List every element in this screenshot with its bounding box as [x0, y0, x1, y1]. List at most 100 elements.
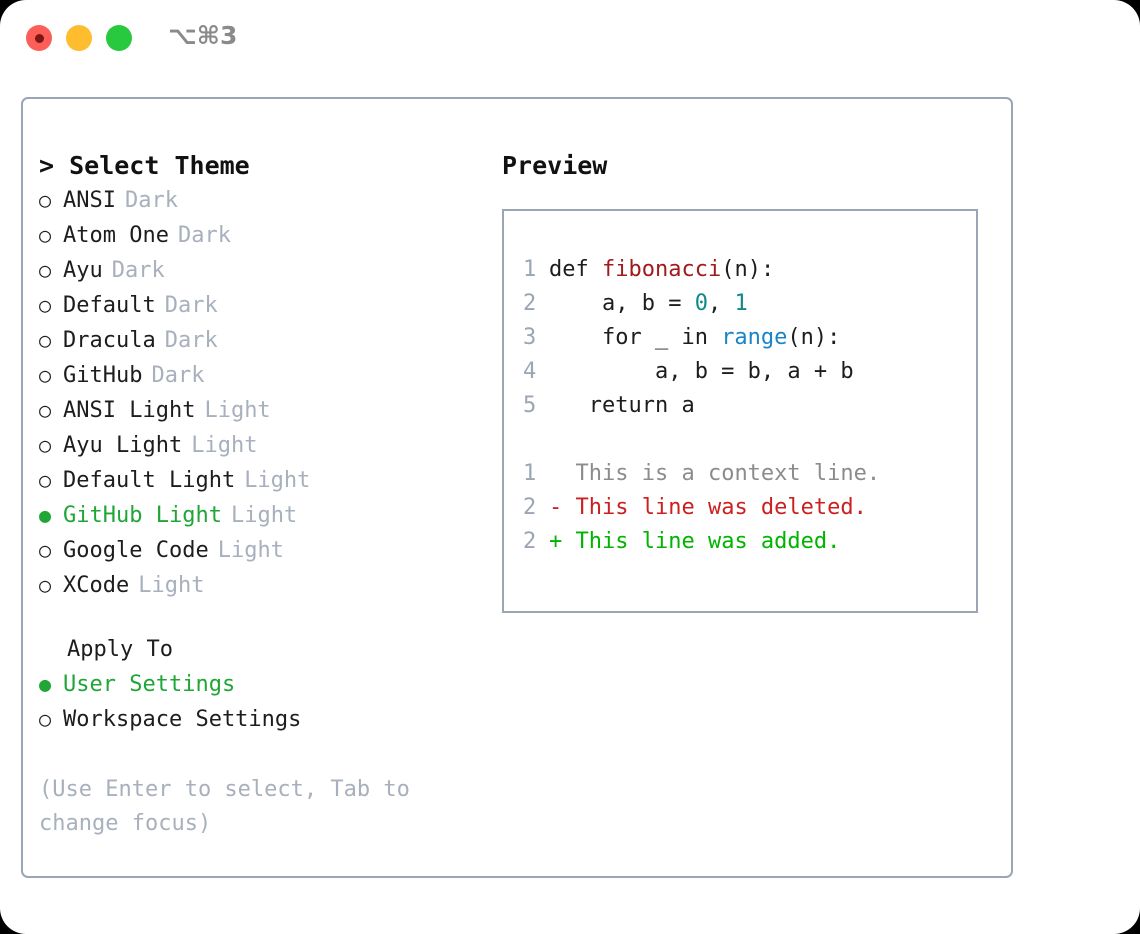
apply-to-option-label: Workspace Settings — [63, 707, 302, 732]
code-token-plain: , — [707, 291, 735, 316]
code-token-num: 1 — [734, 291, 748, 316]
apply-to-list: ● User Settings ○Workspace Settings — [39, 667, 469, 737]
code-line-number: 4 — [523, 359, 537, 384]
code-token-plain: a, b = — [549, 291, 695, 316]
code-line-content: return a — [549, 389, 695, 423]
theme-option-label: Ayu — [63, 258, 103, 283]
code-token-num: 0 — [694, 291, 708, 316]
theme-option-label: Google Code — [63, 538, 209, 563]
code-line-content: a, b = b, a + b — [549, 355, 854, 389]
code-token-plain: return a — [549, 393, 695, 418]
radio-unselected-icon: ○ — [39, 433, 52, 457]
diff-line-text: This line was deleted. — [575, 495, 867, 520]
radio-selected-icon: ● — [39, 503, 52, 527]
diff-block: 1 This is a context line.2- This line wa… — [523, 457, 970, 559]
diff-line-text: This is a context line. — [575, 461, 881, 486]
apply-to-option-user-settings[interactable]: ● User Settings — [39, 667, 469, 702]
code-line: 5 return a — [523, 389, 970, 423]
code-diff-separator — [523, 423, 970, 457]
theme-option-label: GitHub — [63, 363, 143, 388]
theme-option-label: Default Light — [63, 468, 236, 493]
theme-option-tag: Light — [230, 503, 298, 528]
theme-option-ayu[interactable]: ○ Ayu Dark — [39, 253, 469, 288]
diff-marker: - — [549, 495, 576, 520]
radio-selected-icon: ● — [39, 672, 52, 696]
theme-option-label: Ayu Light — [63, 433, 183, 458]
code-line: 1 def fibonacci(n): — [523, 253, 970, 287]
radio-unselected-icon: ○ — [39, 363, 52, 387]
code-token-plain: (n): — [787, 325, 841, 350]
maximize-button-icon[interactable] — [106, 25, 132, 51]
theme-option-label: Dracula — [63, 328, 156, 353]
code-line: 4 a, b = b, a + b — [523, 355, 970, 389]
theme-option-tag: Light — [204, 398, 271, 423]
theme-option-label: Default — [63, 293, 156, 318]
diff-line-ctx: 1 This is a context line. — [523, 457, 970, 491]
theme-option-tag: Dark — [164, 293, 218, 318]
theme-option-google-code[interactable]: ○ Google Code Light — [39, 533, 469, 568]
theme-option-tag: Light — [191, 433, 258, 458]
theme-option-tag: Dark — [151, 363, 205, 388]
theme-option-label: ANSI Light — [63, 398, 196, 423]
apply-to-option-workspace-settings[interactable]: ○Workspace Settings — [39, 702, 469, 737]
title-bar: ⌥⌘3 — [0, 0, 1140, 78]
radio-unselected-icon: ○ — [39, 223, 52, 247]
radio-unselected-icon: ○ — [39, 188, 52, 212]
theme-option-label: GitHub Light — [63, 503, 222, 528]
apply-to-option-label: User Settings — [63, 672, 236, 697]
code-line: 2 a, b = 0, 1 — [523, 287, 970, 321]
code-line: 3 for _ in range(n): — [523, 321, 970, 355]
code-token-plain: (n): — [721, 257, 775, 282]
radio-unselected-icon: ○ — [39, 468, 52, 492]
diff-line-add: 2+ This line was added. — [523, 525, 970, 559]
diff-line-number: 1 — [523, 461, 537, 486]
theme-option-default-light[interactable]: ○ Default Light Light — [39, 463, 469, 498]
theme-option-tag: Dark — [124, 188, 178, 213]
diff-line-text: This line was added. — [575, 529, 841, 554]
radio-unselected-icon: ○ — [39, 573, 52, 597]
preview-title: Preview — [502, 151, 608, 180]
code-line-number: 3 — [523, 325, 537, 350]
code-token-plain: def — [549, 257, 602, 282]
code-line-content: for _ in range(n): — [549, 321, 840, 355]
code-line-number: 1 — [523, 257, 537, 282]
close-button-icon[interactable] — [26, 25, 52, 51]
keyboard-shortcut-label: ⌥⌘3 — [168, 21, 238, 50]
theme-option-github-light[interactable]: ● GitHub Light Light — [39, 498, 469, 533]
apply-to-heading: Apply To — [67, 637, 173, 662]
window-controls — [26, 25, 132, 51]
diff-line-number: 2 — [523, 495, 537, 520]
theme-option-github[interactable]: ○ GitHub Dark — [39, 358, 469, 393]
page-title: > Select Theme — [39, 151, 250, 180]
radio-unselected-icon: ○ — [39, 328, 52, 352]
code-line-content: a, b = 0, 1 — [549, 287, 748, 321]
theme-option-label: XCode — [63, 573, 130, 598]
code-token-fn: fibonacci — [601, 257, 722, 282]
code-line-number: 5 — [523, 393, 537, 418]
keyboard-hint-text: (Use Enter to select, Tab to change focu… — [39, 777, 410, 836]
theme-option-tag: Light — [244, 468, 311, 493]
diff-marker: + — [549, 529, 576, 554]
theme-option-label: Atom One — [63, 223, 169, 248]
theme-option-ayu-light[interactable]: ○ Ayu Light Light — [39, 428, 469, 463]
minimize-button-icon[interactable] — [66, 25, 92, 51]
code-token-plain: for _ in — [549, 325, 722, 350]
radio-unselected-icon: ○ — [39, 258, 52, 282]
theme-option-atom-one[interactable]: ○ Atom One Dark — [39, 218, 469, 253]
theme-option-tag: Dark — [111, 258, 165, 283]
theme-option-tag: Dark — [177, 223, 231, 248]
diff-line-del: 2- This line was deleted. — [523, 491, 970, 525]
theme-option-tag: Light — [217, 538, 284, 563]
radio-unselected-icon: ○ — [39, 538, 52, 562]
